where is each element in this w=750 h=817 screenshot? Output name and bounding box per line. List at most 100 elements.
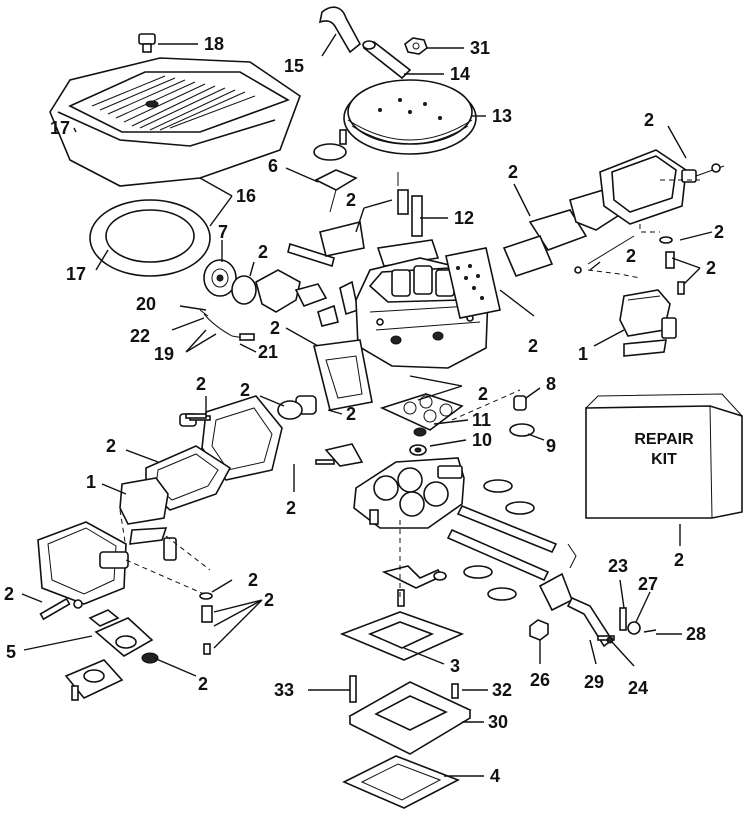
part-screw-left bbox=[369, 509, 379, 525]
part-gasket-right bbox=[445, 247, 501, 319]
part-jet-11 bbox=[413, 427, 427, 437]
callout-2-e: 2 bbox=[528, 336, 538, 356]
callout-13: 13 bbox=[492, 106, 512, 126]
callout-12: 12 bbox=[454, 208, 474, 228]
callout-32: 32 bbox=[492, 680, 512, 700]
callout-4: 4 bbox=[490, 766, 500, 786]
leader-lines bbox=[21, 33, 713, 777]
part-choke-pulloff-6 bbox=[313, 129, 358, 213]
part-screw-upper-left bbox=[185, 413, 207, 419]
callout-3: 3 bbox=[450, 656, 460, 676]
part-o-ring bbox=[231, 275, 257, 305]
part-diaphragm-7 bbox=[203, 259, 237, 297]
callout-11: 11 bbox=[472, 410, 491, 430]
part-lower-gasket-4 bbox=[342, 755, 460, 809]
callout-24: 24 bbox=[628, 678, 648, 698]
part-wire-clip bbox=[199, 309, 255, 341]
part-air-filter-13 bbox=[343, 79, 477, 155]
part-throttle-gasket-center bbox=[379, 393, 464, 431]
callout-27: 27 bbox=[638, 574, 658, 594]
callout-2-h: 2 bbox=[626, 246, 636, 266]
part-screw-mid bbox=[315, 459, 335, 465]
part-screw-lower-left bbox=[39, 597, 71, 621]
part-metering-block-upper bbox=[502, 187, 626, 277]
part-hose-15 bbox=[318, 6, 362, 54]
part-link-mid bbox=[324, 443, 364, 467]
callout-6: 6 bbox=[268, 156, 278, 176]
part-air-cleaner-cover bbox=[49, 57, 301, 187]
callout-2-d: 2 bbox=[508, 162, 518, 182]
part-screw-stud bbox=[397, 589, 405, 607]
part-nut-31 bbox=[404, 37, 428, 55]
part-choke-lever bbox=[381, 565, 447, 589]
callout-31: 31 bbox=[470, 38, 490, 58]
part-cover-plate-lower bbox=[64, 659, 124, 701]
callout-7: 7 bbox=[218, 222, 228, 242]
callout-2-r: 2 bbox=[264, 590, 274, 610]
part-clip-9 bbox=[509, 423, 535, 437]
part-lever-29 bbox=[566, 596, 614, 648]
callout-29: 29 bbox=[584, 672, 604, 692]
callout-1-upper: 1 bbox=[578, 344, 588, 364]
callout-20: 20 bbox=[136, 294, 156, 314]
callout-17-top: 17 bbox=[50, 118, 70, 138]
callout-2-kit: 2 bbox=[674, 550, 684, 570]
callout-2-l: 2 bbox=[240, 380, 250, 400]
callout-10: 10 bbox=[472, 430, 492, 450]
part-spacer-plate-30 bbox=[348, 681, 472, 755]
part-throttle-plate-a bbox=[483, 479, 513, 493]
callout-2-j: 2 bbox=[478, 384, 488, 404]
part-stud-33 bbox=[349, 675, 357, 703]
part-gasket-ring-17 bbox=[89, 199, 211, 277]
part-screw-18 bbox=[138, 33, 156, 53]
callout-18: 18 bbox=[204, 34, 224, 54]
part-base-gasket-3 bbox=[339, 611, 465, 661]
callout-2-o: 2 bbox=[286, 498, 296, 518]
callout-19: 19 bbox=[154, 344, 174, 364]
callout-2-s: 2 bbox=[4, 584, 14, 604]
part-screw-23 bbox=[619, 607, 627, 631]
callout-1-lower: 1 bbox=[86, 472, 96, 492]
callout-8: 8 bbox=[546, 374, 556, 394]
callout-2-a: 2 bbox=[346, 190, 356, 210]
callout-2-q: 2 bbox=[248, 570, 258, 590]
callout-14: 14 bbox=[450, 64, 470, 84]
callout-2-f: 2 bbox=[644, 110, 654, 130]
callout-17: 17 bbox=[66, 264, 86, 284]
part-nut-26 bbox=[529, 619, 549, 641]
part-throttle-plate-d bbox=[487, 587, 517, 601]
part-needle-8 bbox=[513, 395, 527, 411]
part-washer-lower-left bbox=[73, 599, 83, 609]
part-float-bowl-upper bbox=[599, 149, 725, 225]
part-bowl-gasket-lower bbox=[88, 609, 159, 664]
callout-23: 23 bbox=[608, 556, 628, 576]
part-pin-28 bbox=[643, 629, 657, 633]
callout-9: 9 bbox=[546, 436, 556, 456]
callout-22: 22 bbox=[130, 326, 150, 346]
callout-2-k: 2 bbox=[196, 374, 206, 394]
callout-26: 26 bbox=[530, 670, 550, 690]
callout-numbers: 18 15 31 14 13 17 16 17 6 12 2 7 2 20 22… bbox=[4, 34, 724, 786]
part-float-upper-1 bbox=[619, 289, 677, 357]
part-needle-seat-upper bbox=[574, 235, 685, 295]
part-screw-32 bbox=[451, 683, 459, 699]
callout-2-t: 2 bbox=[198, 674, 208, 694]
part-throttle-plate-b bbox=[505, 501, 535, 515]
repair-kit-line1: REPAIR bbox=[634, 431, 694, 448]
callout-5: 5 bbox=[6, 642, 16, 662]
part-pump-linkage bbox=[255, 242, 359, 327]
part-gasket-small bbox=[277, 400, 303, 420]
callout-2-n: 2 bbox=[106, 436, 116, 456]
part-throttle-plate-c bbox=[463, 565, 493, 579]
callout-2-i: 2 bbox=[706, 258, 716, 278]
repair-kit-line2: KIT bbox=[651, 451, 677, 468]
part-tube-14 bbox=[362, 40, 412, 80]
callout-2-b: 2 bbox=[258, 242, 268, 262]
part-float-left-1 bbox=[119, 477, 177, 561]
part-washer-27 bbox=[627, 621, 641, 635]
callout-33: 33 bbox=[274, 680, 294, 700]
callout-2-g: 2 bbox=[714, 222, 724, 242]
callout-28: 28 bbox=[686, 624, 706, 644]
